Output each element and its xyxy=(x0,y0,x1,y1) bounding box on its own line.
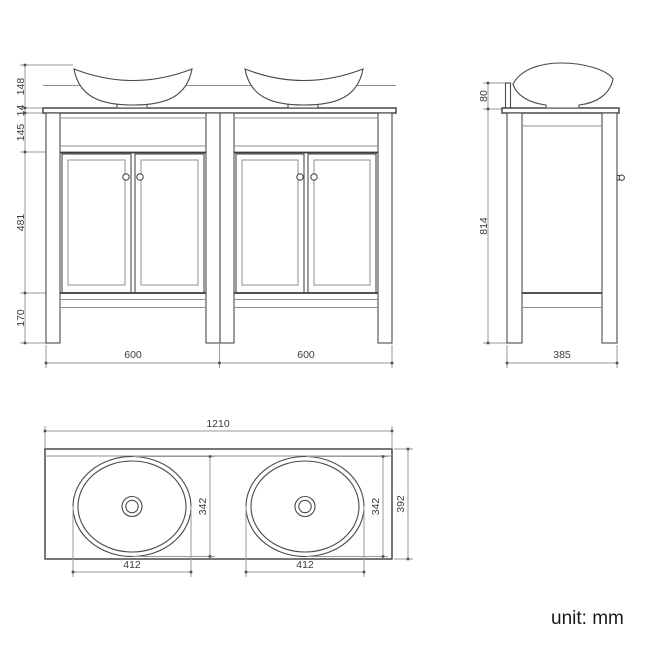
drain-inner xyxy=(298,499,312,514)
side-view: 80 814 385 xyxy=(478,62,625,368)
front-apron xyxy=(60,117,378,154)
side-rails xyxy=(522,125,602,308)
top-basin-depth-dimension-left: 342 xyxy=(133,455,215,558)
dim-depth: 385 xyxy=(553,349,571,361)
door-panel xyxy=(241,159,299,286)
side-backsplash xyxy=(504,82,512,109)
top-basin-right xyxy=(245,455,365,558)
side-countertop xyxy=(501,107,620,114)
side-depth-dimension: 385 xyxy=(505,345,619,368)
front-basin-right xyxy=(244,68,364,109)
door xyxy=(235,153,305,294)
top-view: 1210 342 xyxy=(43,418,413,577)
top-basin-width-dimension-right: 412 xyxy=(244,506,366,577)
front-width-dimensions: 600 600 xyxy=(44,343,394,368)
front-basin-left xyxy=(73,68,193,109)
dim-overall-width: 1210 xyxy=(206,418,230,430)
drain-inner xyxy=(125,499,139,514)
door-knob xyxy=(136,173,144,181)
front-doors-left-cabinet xyxy=(61,153,205,294)
side-leg-back xyxy=(601,112,618,344)
front-height-dimensions: 148 14 145 481 170 xyxy=(15,63,73,345)
front-leg-outer-left xyxy=(45,112,61,344)
front-doors-right-cabinet xyxy=(235,153,377,294)
door xyxy=(134,153,205,294)
front-leg-center-left xyxy=(205,112,221,344)
side-door-knob xyxy=(616,174,625,181)
top-basin-depth-dimension-right: 342 xyxy=(306,455,388,558)
drain-outer xyxy=(294,495,316,518)
dim-body-height: 814 xyxy=(478,217,490,235)
dim-apron-height: 145 xyxy=(15,124,27,142)
top-basin-left xyxy=(72,455,192,558)
dim-overall-depth: 392 xyxy=(395,495,407,513)
front-bottom-rails xyxy=(60,292,378,308)
dim-backsplash-height: 80 xyxy=(478,90,490,102)
dim-basin-width-left: 412 xyxy=(123,559,141,571)
side-leg-front xyxy=(506,112,523,344)
dim-basin-width-right: 412 xyxy=(296,559,314,571)
side-basin xyxy=(512,62,614,109)
door xyxy=(61,153,132,294)
unit-label: unit: mm xyxy=(551,608,624,629)
door-panel xyxy=(140,159,199,286)
dim-counter-thickness: 14 xyxy=(15,105,27,117)
door-knob xyxy=(310,173,318,181)
front-countertop xyxy=(42,107,397,114)
top-width-dimension: 1210 xyxy=(43,418,394,448)
dim-basin-height: 148 xyxy=(15,78,27,96)
top-basin-width-dimension-left: 412 xyxy=(71,506,193,577)
dim-basin-depth-right: 342 xyxy=(370,498,382,516)
door-knob xyxy=(122,173,130,181)
front-leg-center-right xyxy=(219,112,235,344)
dim-basin-depth-left: 342 xyxy=(197,498,209,516)
dim-door-height: 481 xyxy=(15,214,27,232)
door-panel xyxy=(313,159,371,286)
front-leg-outer-right xyxy=(377,112,393,344)
dim-leg-height: 170 xyxy=(15,309,27,327)
drain-outer xyxy=(121,495,143,518)
front-view: 148 14 145 481 170 xyxy=(15,63,397,368)
door-knob xyxy=(296,173,304,181)
door xyxy=(307,153,377,294)
top-depth-dimension: 392 xyxy=(394,447,413,561)
dim-cabinet-width-left: 600 xyxy=(124,349,142,361)
dim-cabinet-width-right: 600 xyxy=(297,349,315,361)
door-panel xyxy=(67,159,126,286)
side-height-dimensions: 80 814 xyxy=(478,81,507,345)
